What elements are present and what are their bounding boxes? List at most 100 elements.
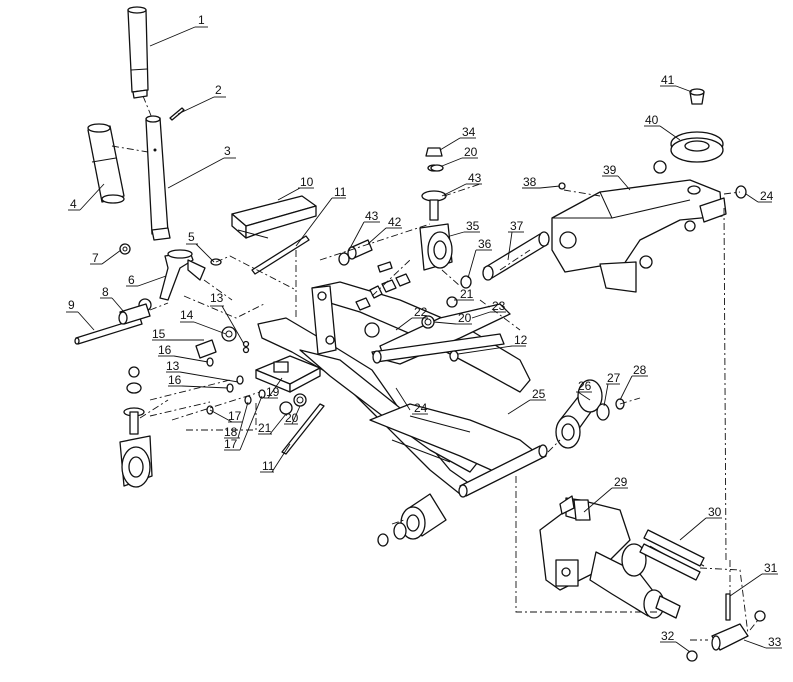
callouts: 1 2 3 4 5 6 7 xyxy=(66,13,782,653)
callout-42: 42 xyxy=(367,215,402,245)
saddle-disc xyxy=(670,88,724,163)
callout-11-upper: 11 xyxy=(295,185,347,247)
callout-26: 26 xyxy=(576,379,592,401)
callout-8: 8 xyxy=(100,285,125,313)
callout-21-upper: 21 xyxy=(454,287,474,301)
callout-label-29: 29 xyxy=(614,475,628,489)
handle-upper-tube xyxy=(127,6,149,99)
callout-label-18: 18 xyxy=(224,425,238,439)
rear-axle xyxy=(460,231,550,289)
callout-3: 3 xyxy=(167,144,236,189)
handle-lower-tube xyxy=(142,95,171,241)
callout-32: 32 xyxy=(660,629,691,653)
callout-15: 15 xyxy=(152,327,204,341)
callout-label-17-upper: 17 xyxy=(228,409,242,423)
callout-7: 7 xyxy=(90,249,122,265)
callout-12: 12 xyxy=(457,333,528,355)
callout-label-20-top: 20 xyxy=(464,145,478,159)
washer-24-right xyxy=(735,185,747,199)
callout-label-23: 23 xyxy=(492,299,506,313)
callout-38: 38 xyxy=(522,175,561,189)
pump-pin xyxy=(686,593,766,662)
callout-21-lower: 21 xyxy=(258,413,287,435)
callout-label-30: 30 xyxy=(708,505,722,519)
callout-label-11-lower: 11 xyxy=(262,459,275,473)
callout-25: 25 xyxy=(507,387,546,415)
callout-label-14: 14 xyxy=(180,308,194,322)
callout-23: 23 xyxy=(471,299,506,319)
callout-label-1: 1 xyxy=(198,13,205,27)
callout-label-35: 35 xyxy=(466,219,480,233)
callout-label-28: 28 xyxy=(633,363,647,377)
callout-label-39: 39 xyxy=(603,163,617,177)
callout-label-36: 36 xyxy=(478,237,492,251)
callout-37: 37 xyxy=(507,219,524,261)
callout-22: 22 xyxy=(395,305,428,331)
callout-27: 27 xyxy=(603,371,621,407)
small-bolts xyxy=(195,339,266,415)
callout-17-upper: 17 xyxy=(209,409,242,423)
callout-label-40: 40 xyxy=(645,113,659,127)
callout-label-20-low: 20 xyxy=(285,411,299,425)
callout-1: 1 xyxy=(149,13,208,47)
callout-label-19: 19 xyxy=(266,385,280,399)
callout-16-lower: 16 xyxy=(168,373,229,389)
callout-20-mid: 20 xyxy=(433,311,472,325)
lift-arm xyxy=(371,303,511,365)
callout-label-43-top: 43 xyxy=(468,171,482,185)
callout-label-34: 34 xyxy=(462,125,476,139)
caster-left xyxy=(119,366,153,488)
washer-group-lower xyxy=(279,393,307,415)
callout-6: 6 xyxy=(126,273,167,287)
callout-29: 29 xyxy=(583,475,628,513)
callout-label-41: 41 xyxy=(661,73,675,87)
callout-label-33: 33 xyxy=(768,635,782,649)
cover-plate xyxy=(231,195,317,239)
callout-label-20-mid: 20 xyxy=(458,311,472,325)
callout-39: 39 xyxy=(602,163,631,191)
callout-label-2: 2 xyxy=(215,83,222,97)
callout-19: 19 xyxy=(264,377,283,399)
callout-11-lower: 11 xyxy=(260,443,291,473)
callout-label-10: 10 xyxy=(300,175,314,189)
callout-label-31: 31 xyxy=(764,561,778,575)
callout-label-32: 32 xyxy=(661,629,675,643)
callout-label-6: 6 xyxy=(128,273,135,287)
callout-label-17-lower: 17 xyxy=(224,437,238,451)
callout-label-21-upper: 21 xyxy=(460,287,474,301)
callout-40: 40 xyxy=(644,113,681,141)
callout-43-top: 43 xyxy=(441,171,482,197)
front-roller xyxy=(377,493,447,547)
callout-label-21-lower: 21 xyxy=(258,421,272,435)
callout-30: 30 xyxy=(679,505,722,541)
callout-label-42: 42 xyxy=(388,215,402,229)
washer-20-top xyxy=(430,164,444,172)
callout-14: 14 xyxy=(180,308,227,335)
callout-label-8: 8 xyxy=(102,285,109,299)
callout-label-9: 9 xyxy=(68,298,75,312)
parts-layer xyxy=(74,6,766,662)
hydraulic-pump xyxy=(539,495,681,619)
rod-lower xyxy=(281,403,325,455)
callout-5: 5 xyxy=(186,230,215,263)
callout-label-37: 37 xyxy=(510,219,524,233)
callout-label-16-lower: 16 xyxy=(168,373,182,387)
callout-35: 35 xyxy=(449,219,480,237)
callout-label-25: 25 xyxy=(532,387,546,401)
washer-14 xyxy=(221,326,237,342)
callout-28: 28 xyxy=(619,363,648,401)
nut-small xyxy=(119,243,131,255)
saddle-base xyxy=(255,355,321,393)
handle-screw xyxy=(169,107,185,121)
callout-13-lower: 13 xyxy=(166,359,239,383)
handle-grip-sleeve xyxy=(87,123,149,204)
callout-4: 4 xyxy=(68,183,105,211)
callout-label-12: 12 xyxy=(514,333,528,347)
callout-label-24-mid: 24 xyxy=(414,401,428,415)
callout-label-26: 26 xyxy=(578,379,592,393)
callout-label-13-upper: 13 xyxy=(210,291,224,305)
callout-9: 9 xyxy=(66,298,95,331)
callout-41: 41 xyxy=(660,73,693,93)
washer-group-upper xyxy=(364,296,458,338)
